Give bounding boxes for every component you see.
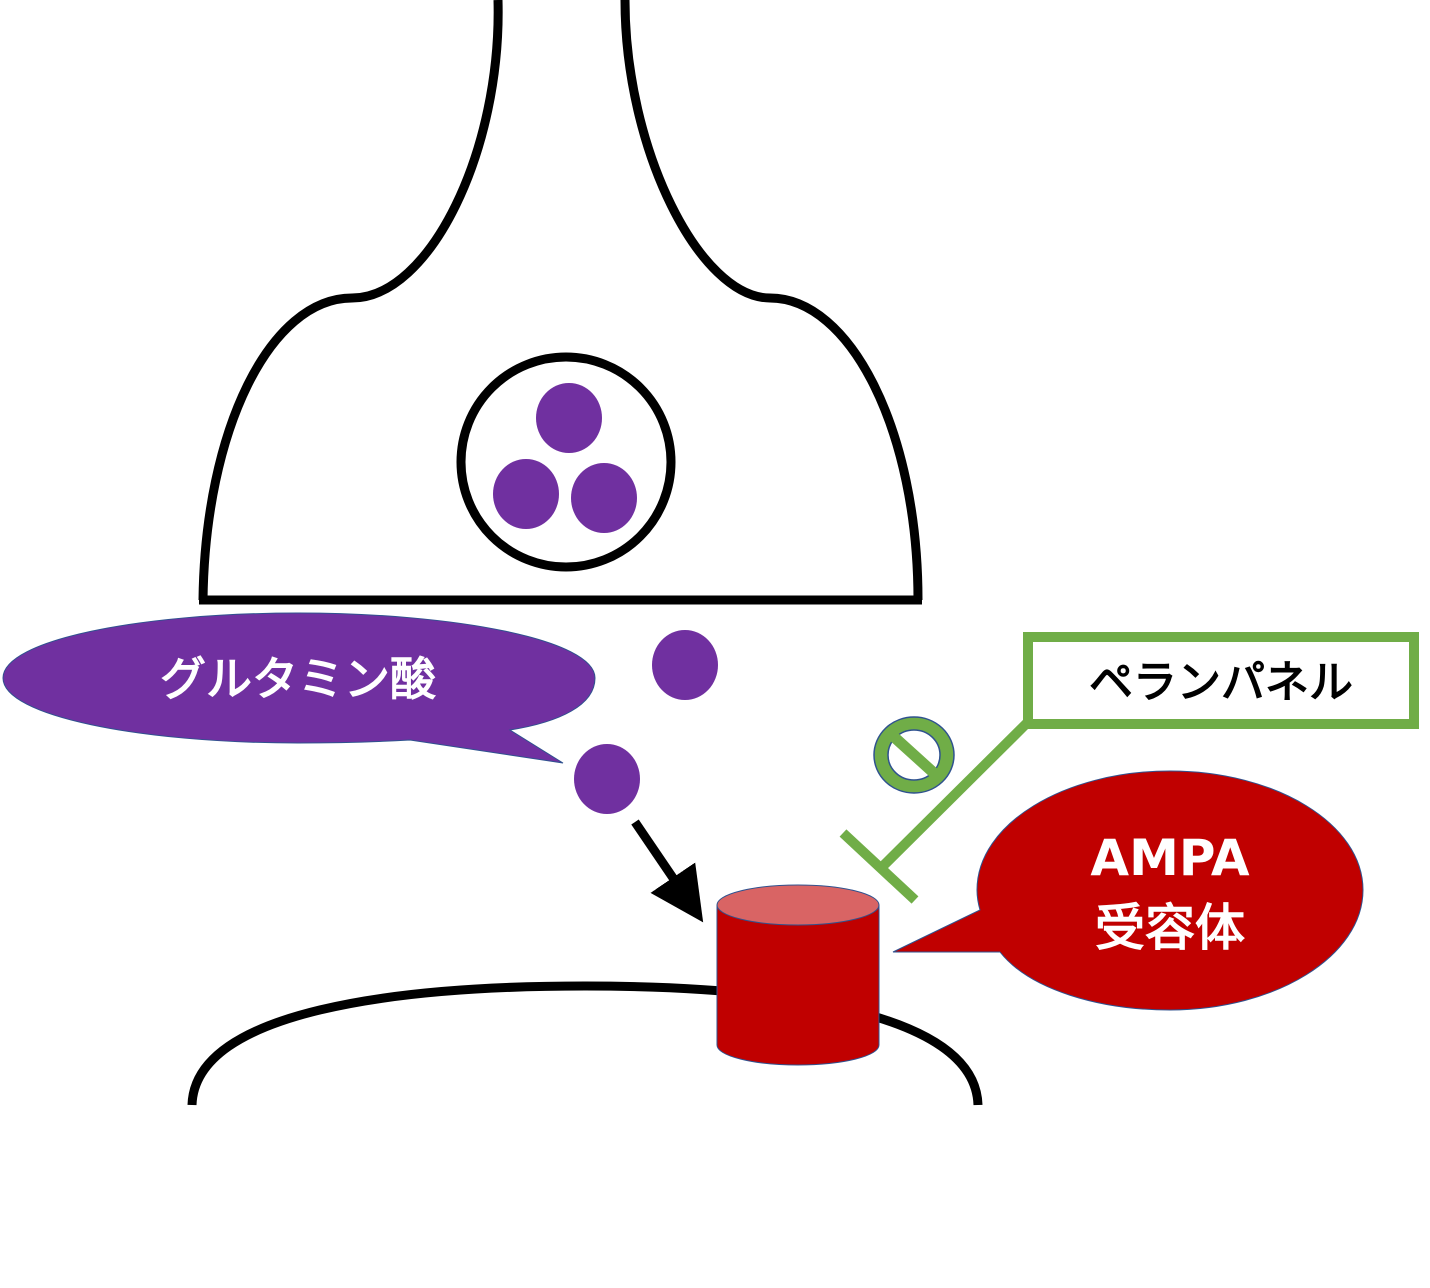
postsynaptic-membrane — [187, 981, 983, 1106]
glutamate-molecule — [536, 383, 602, 453]
arrow-icon — [631, 819, 704, 923]
presynaptic-terminal — [198, 0, 923, 605]
glutamate-callout: グルタミン酸 — [2, 612, 596, 764]
glutamate-molecule — [574, 744, 640, 814]
ampa-label-line2: 受容体 — [1095, 899, 1245, 957]
perampanel-inhibition — [839, 716, 1034, 904]
glutamate-molecule — [493, 459, 559, 529]
perampanel-label: ペランパネル — [1089, 657, 1353, 708]
synaptic-vesicle — [456, 352, 676, 572]
prohibited-icon — [873, 716, 955, 794]
ampa-label-line1: AMPA — [1090, 829, 1250, 887]
ampa-callout: AMPA 受容体 — [892, 770, 1364, 1011]
glutamate-molecule — [652, 630, 718, 700]
perampanel-box: ペランパネル — [1023, 632, 1419, 729]
ampa-receptor — [716, 884, 880, 1066]
glutamate-label: グルタミン酸 — [160, 652, 437, 706]
glutamate-molecule — [571, 463, 637, 533]
